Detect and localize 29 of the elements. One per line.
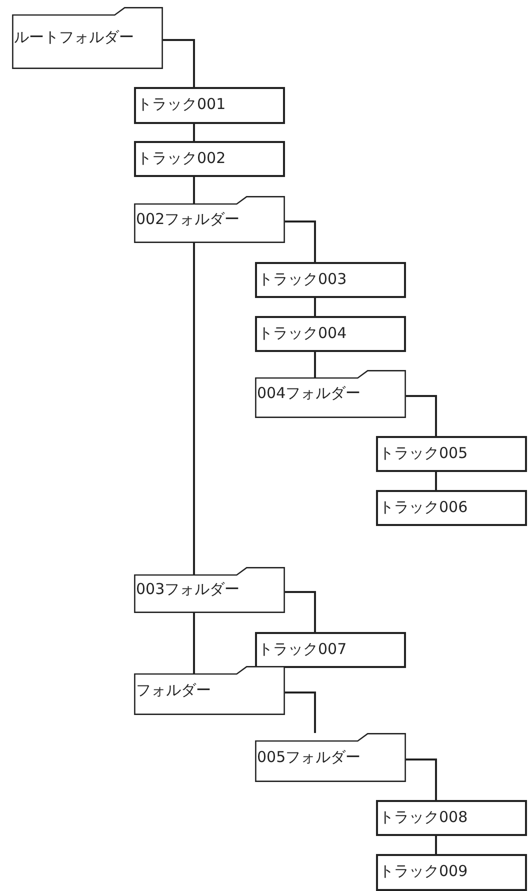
track-box: トラック004 (255, 316, 406, 352)
folder-box: フォルダー (134, 666, 285, 715)
track-box: トラック008 (376, 800, 527, 836)
folder-box: 005フォルダー (255, 733, 406, 782)
folder-box: 002フォルダー (134, 196, 285, 243)
connector-line (193, 243, 195, 575)
connector-line (193, 177, 195, 204)
connector-line (406, 758, 437, 800)
folder-box: 003フォルダー (134, 567, 285, 613)
connector-line (314, 352, 316, 378)
track-box: トラック001 (134, 87, 285, 124)
folder-box: ルートフォルダー (12, 7, 163, 69)
connector-line (435, 472, 437, 490)
track-box: トラック007 (255, 632, 406, 668)
connector-line (314, 298, 316, 316)
connector-line (285, 692, 316, 733)
connector-line (435, 836, 437, 854)
track-box: トラック005 (376, 436, 527, 472)
track-box: トラック006 (376, 490, 527, 526)
connector-line (193, 613, 195, 674)
connector-line (285, 591, 316, 632)
connector-line (406, 395, 437, 436)
folder-box: 004フォルダー (255, 370, 406, 418)
track-box: トラック009 (376, 854, 527, 891)
track-box: トラック002 (134, 141, 285, 177)
connector-line (163, 39, 195, 87)
connector-line (285, 220, 316, 262)
track-box: トラック003 (255, 262, 406, 298)
connector-line (193, 124, 195, 141)
